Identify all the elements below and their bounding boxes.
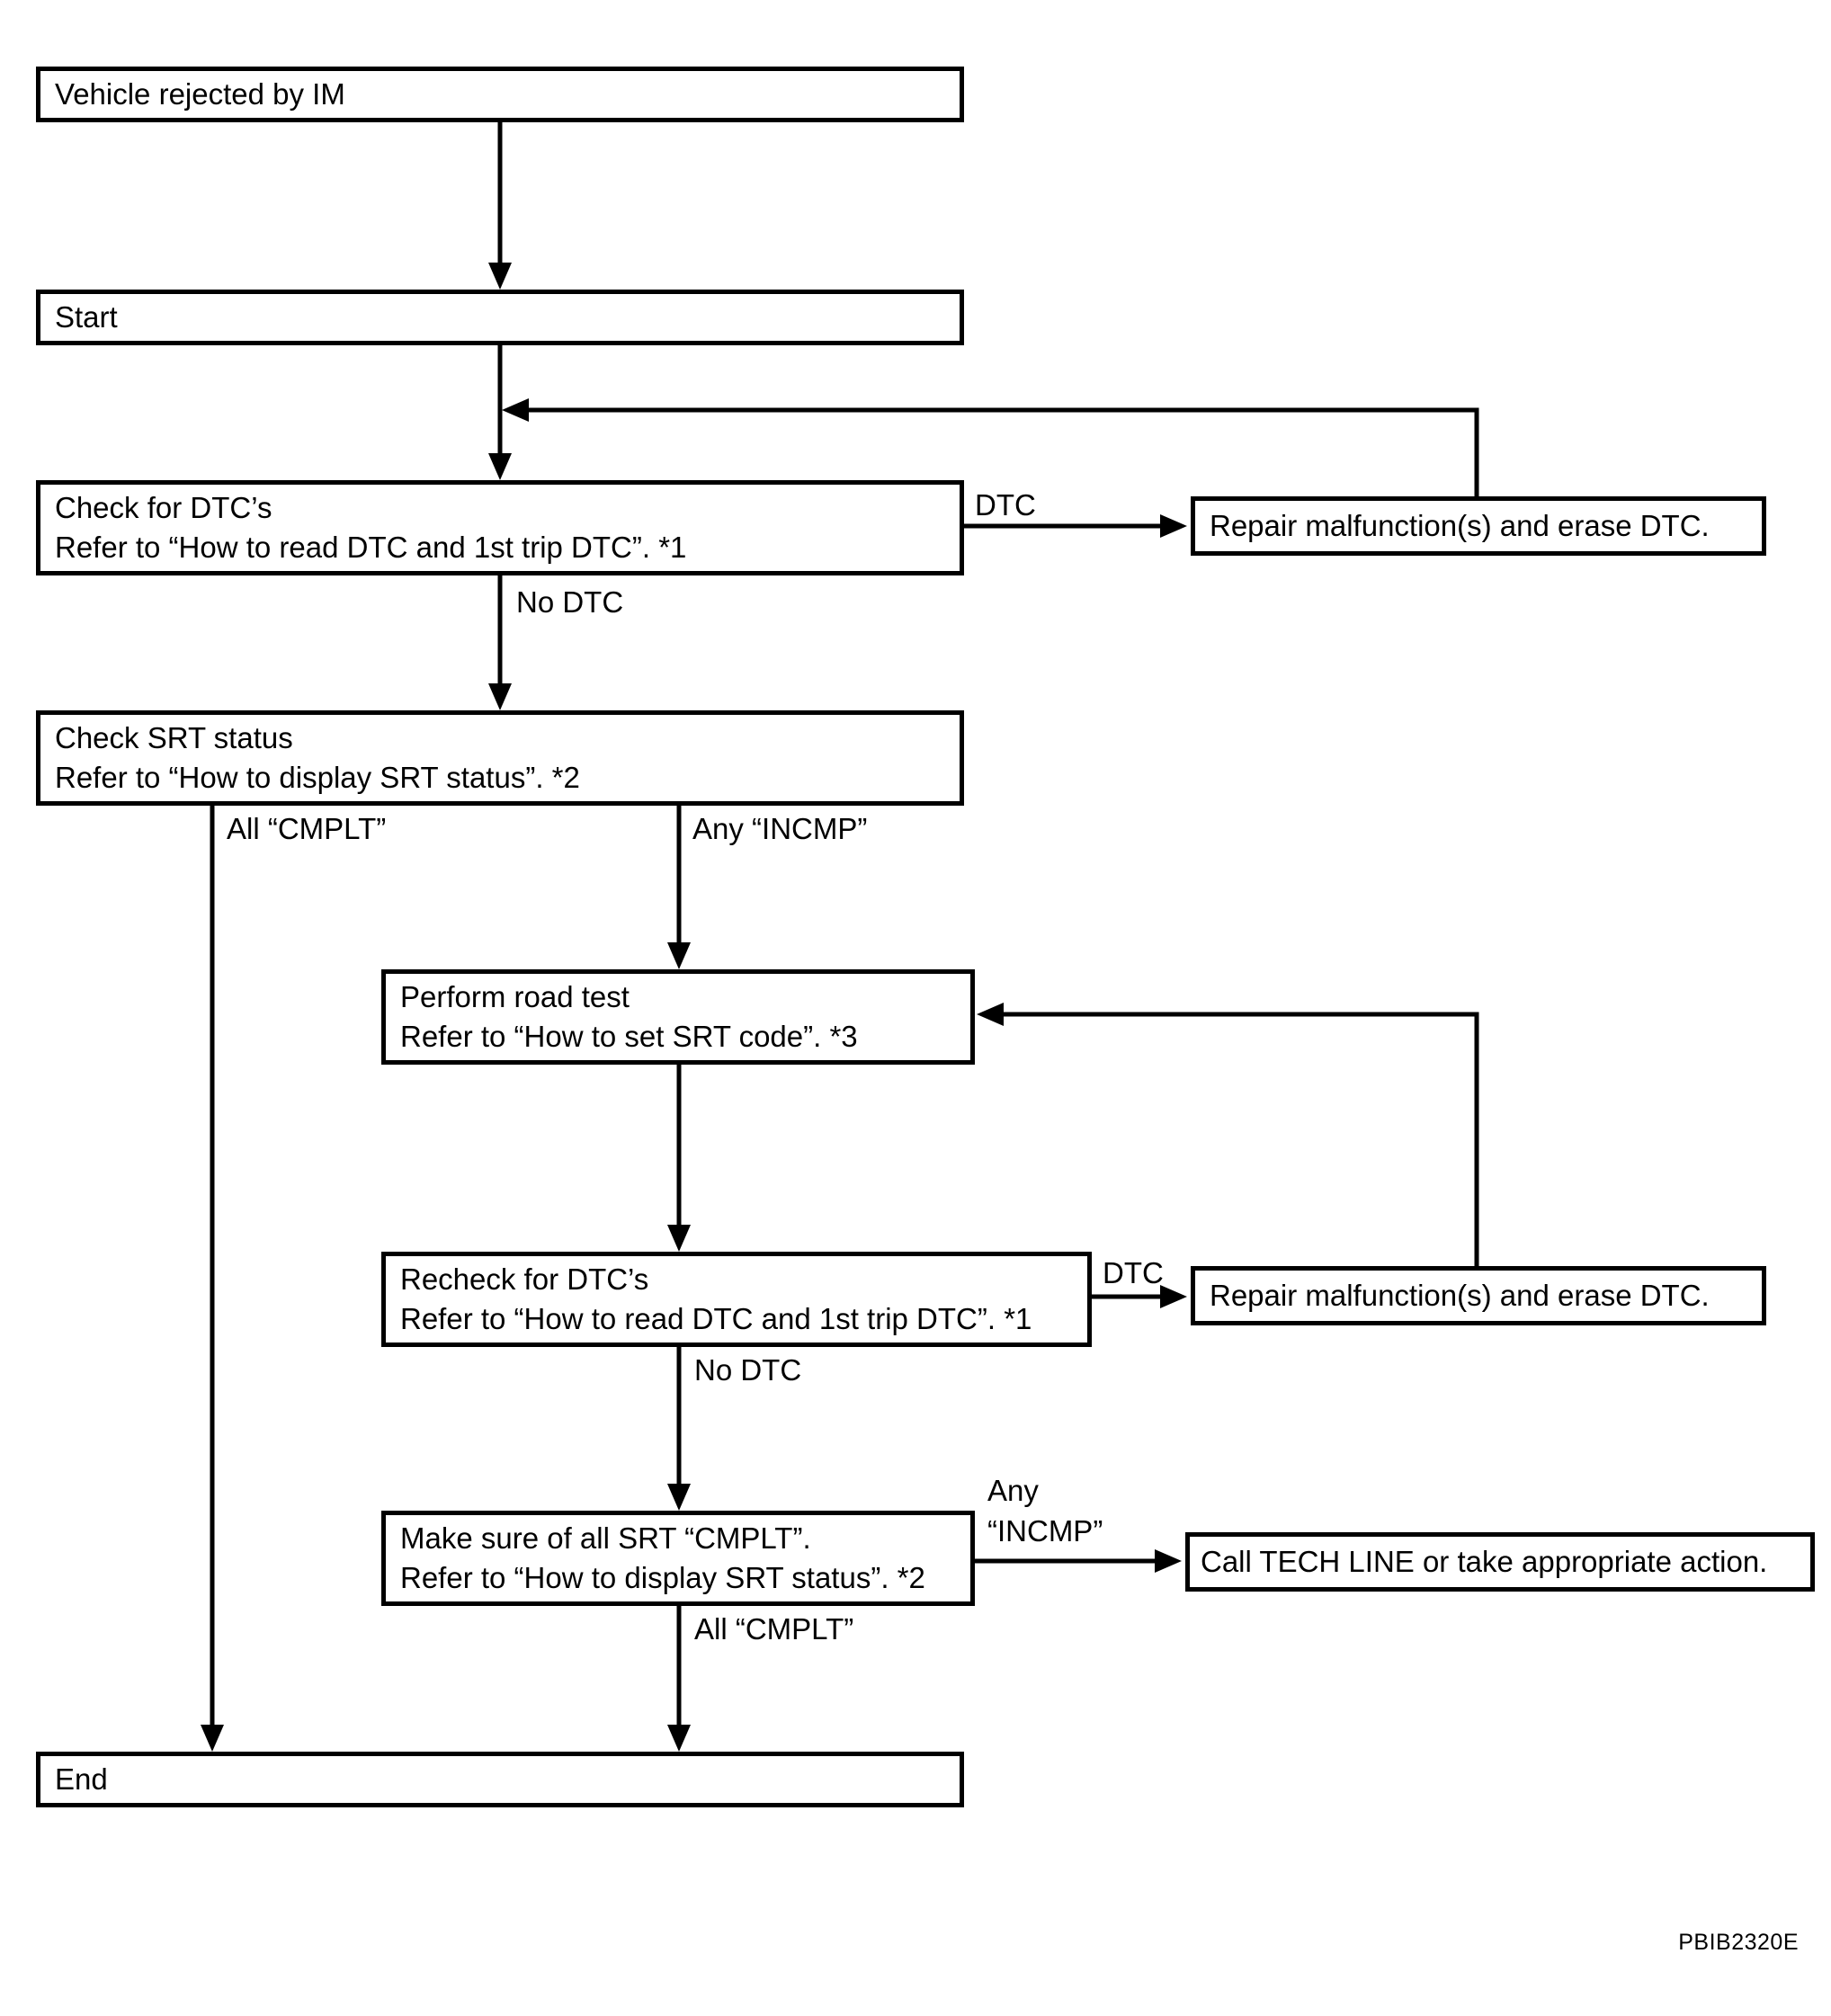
node-make-sure-srt-line1: Make sure of all SRT “CMPLT”. bbox=[400, 1521, 811, 1555]
edge-label-any-incmp-2: Any “INCMP” bbox=[987, 1471, 1103, 1552]
node-start: Start bbox=[36, 290, 964, 345]
edge-recheck-to-makesure bbox=[667, 1345, 691, 1511]
edge-label-all-cmplt-2: All “CMPLT” bbox=[694, 1612, 854, 1646]
node-check-srt-line1: Check SRT status bbox=[55, 720, 293, 754]
edge-label-any-incmp-2-line1: Any bbox=[987, 1474, 1039, 1507]
node-repair-1: Repair malfunction(s) and erase DTC. bbox=[1191, 496, 1766, 556]
node-check-dtc-line1: Check for DTC’s bbox=[55, 490, 272, 524]
node-recheck-dtc-line2: Refer to “How to read DTC and 1st trip D… bbox=[400, 1302, 1032, 1335]
node-road-test-line1: Perform road test bbox=[400, 979, 630, 1013]
node-vehicle-rejected: Vehicle rejected by IM bbox=[36, 67, 964, 122]
edge-label-dtc-2: DTC bbox=[1103, 1256, 1164, 1289]
edge-repair2-loopback bbox=[977, 1003, 1479, 1266]
edge-makesure-to-techline bbox=[975, 1549, 1182, 1573]
edge-makesure-to-end bbox=[667, 1604, 691, 1752]
node-end-label: End bbox=[55, 1762, 108, 1796]
node-recheck-dtc: Recheck for DTC’s Refer to “How to read … bbox=[381, 1252, 1092, 1347]
node-start-label: Start bbox=[55, 299, 118, 334]
node-check-srt-line2: Refer to “How to display SRT status”. *2 bbox=[55, 761, 580, 794]
edge-checkdtc-to-repair1 bbox=[964, 514, 1187, 538]
node-road-test-line2: Refer to “How to set SRT code”. *3 bbox=[400, 1020, 858, 1053]
node-tech-line-label: Call TECH LINE or take appropriate actio… bbox=[1201, 1544, 1768, 1578]
node-check-srt: Check SRT status Refer to “How to displa… bbox=[36, 710, 964, 806]
node-make-sure-srt-line2: Refer to “How to display SRT status”. *2 bbox=[400, 1561, 925, 1594]
node-make-sure-srt: Make sure of all SRT “CMPLT”. Refer to “… bbox=[381, 1511, 975, 1606]
edge-vehicle-to-start bbox=[488, 122, 512, 290]
node-vehicle-rejected-label: Vehicle rejected by IM bbox=[55, 76, 345, 111]
edge-checkdtc-to-checksrt bbox=[488, 574, 512, 710]
edge-label-any-incmp-2-line2: “INCMP” bbox=[987, 1513, 1103, 1548]
edge-recheck-to-repair2 bbox=[1092, 1285, 1187, 1308]
edge-label-all-cmplt-1: All “CMPLT” bbox=[227, 812, 387, 845]
node-repair-1-label: Repair malfunction(s) and erase DTC. bbox=[1210, 508, 1710, 542]
edge-start-to-checkdtc bbox=[488, 345, 512, 480]
node-road-test: Perform road test Refer to “How to set S… bbox=[381, 969, 975, 1065]
edge-label-any-incmp-1: Any “INCMP” bbox=[692, 812, 868, 845]
node-recheck-dtc-line1: Recheck for DTC’s bbox=[400, 1262, 649, 1296]
figure-id: PBIB2320E bbox=[1678, 1930, 1799, 1955]
edge-label-no-dtc-2: No DTC bbox=[694, 1353, 802, 1387]
edge-checksrt-to-roadtest bbox=[667, 804, 691, 969]
edge-label-dtc-1: DTC bbox=[975, 488, 1036, 522]
edge-roadtest-to-recheck bbox=[667, 1063, 691, 1252]
node-check-dtc: Check for DTC’s Refer to “How to read DT… bbox=[36, 480, 964, 575]
node-repair-2-label: Repair malfunction(s) and erase DTC. bbox=[1210, 1278, 1710, 1312]
node-check-dtc-line2: Refer to “How to read DTC and 1st trip D… bbox=[55, 531, 687, 564]
edge-label-no-dtc-1: No DTC bbox=[516, 585, 624, 619]
edge-checksrt-to-end bbox=[201, 804, 224, 1752]
edge-repair1-loopback bbox=[502, 398, 1479, 496]
node-repair-2: Repair malfunction(s) and erase DTC. bbox=[1191, 1266, 1766, 1325]
node-end: End bbox=[36, 1752, 964, 1807]
node-tech-line: Call TECH LINE or take appropriate actio… bbox=[1185, 1532, 1815, 1592]
